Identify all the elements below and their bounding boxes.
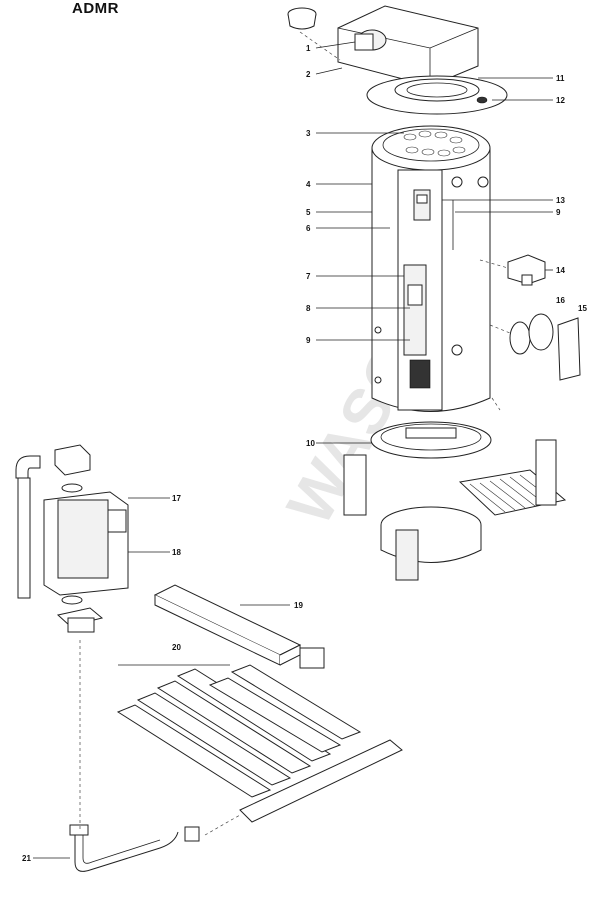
- flue-cap: [287, 7, 317, 30]
- callout-19: 19: [294, 601, 303, 610]
- callout-9-bottom: 9: [306, 336, 311, 345]
- pipe-elbow: [15, 455, 41, 599]
- callout-6: 6: [306, 224, 311, 233]
- side-fitting: [507, 254, 546, 286]
- gas-control-valve: [43, 483, 129, 605]
- draft-hood-box: [337, 5, 479, 87]
- inner-bracket-left: [343, 454, 419, 581]
- diagram-title: ADMR: [72, 0, 119, 17]
- callout-7: 7: [306, 272, 311, 281]
- callout-21: 21: [22, 854, 31, 863]
- callout-4: 4: [306, 180, 311, 189]
- valve-fitting: [54, 444, 91, 476]
- access-plate: [509, 313, 581, 381]
- valve-flange: [56, 607, 104, 633]
- flex-gas-line: [69, 824, 200, 872]
- callout-17: 17: [172, 494, 181, 503]
- callout-20: 20: [172, 643, 181, 652]
- burner-group: [116, 664, 403, 823]
- callout-12: 12: [556, 96, 565, 105]
- callout-1: 1: [306, 44, 311, 53]
- burner-assembly-small: [458, 439, 567, 516]
- callout-5: 5: [306, 208, 311, 217]
- callout-14: 14: [556, 266, 565, 275]
- callout-9-top: 9: [556, 208, 561, 217]
- callout-8: 8: [306, 304, 311, 313]
- callout-10: 10: [306, 439, 315, 448]
- callout-15: 15: [578, 304, 587, 313]
- callout-labels: 1 2 11 12 3 4 13 5 9 6 7 14 16 15 8 9 10…: [22, 44, 587, 863]
- callout-18: 18: [172, 548, 181, 557]
- callout-11: 11: [556, 74, 565, 83]
- callout-13: 13: [556, 196, 565, 205]
- callout-3: 3: [306, 129, 311, 138]
- water-heater-tank: [371, 125, 491, 412]
- callout-16: 16: [556, 296, 565, 305]
- burner-tray: [370, 421, 492, 459]
- leader-lines: [33, 41, 553, 859]
- baffle-ring: [366, 75, 508, 115]
- callout-2: 2: [306, 70, 311, 79]
- main-burner-19: [153, 584, 325, 669]
